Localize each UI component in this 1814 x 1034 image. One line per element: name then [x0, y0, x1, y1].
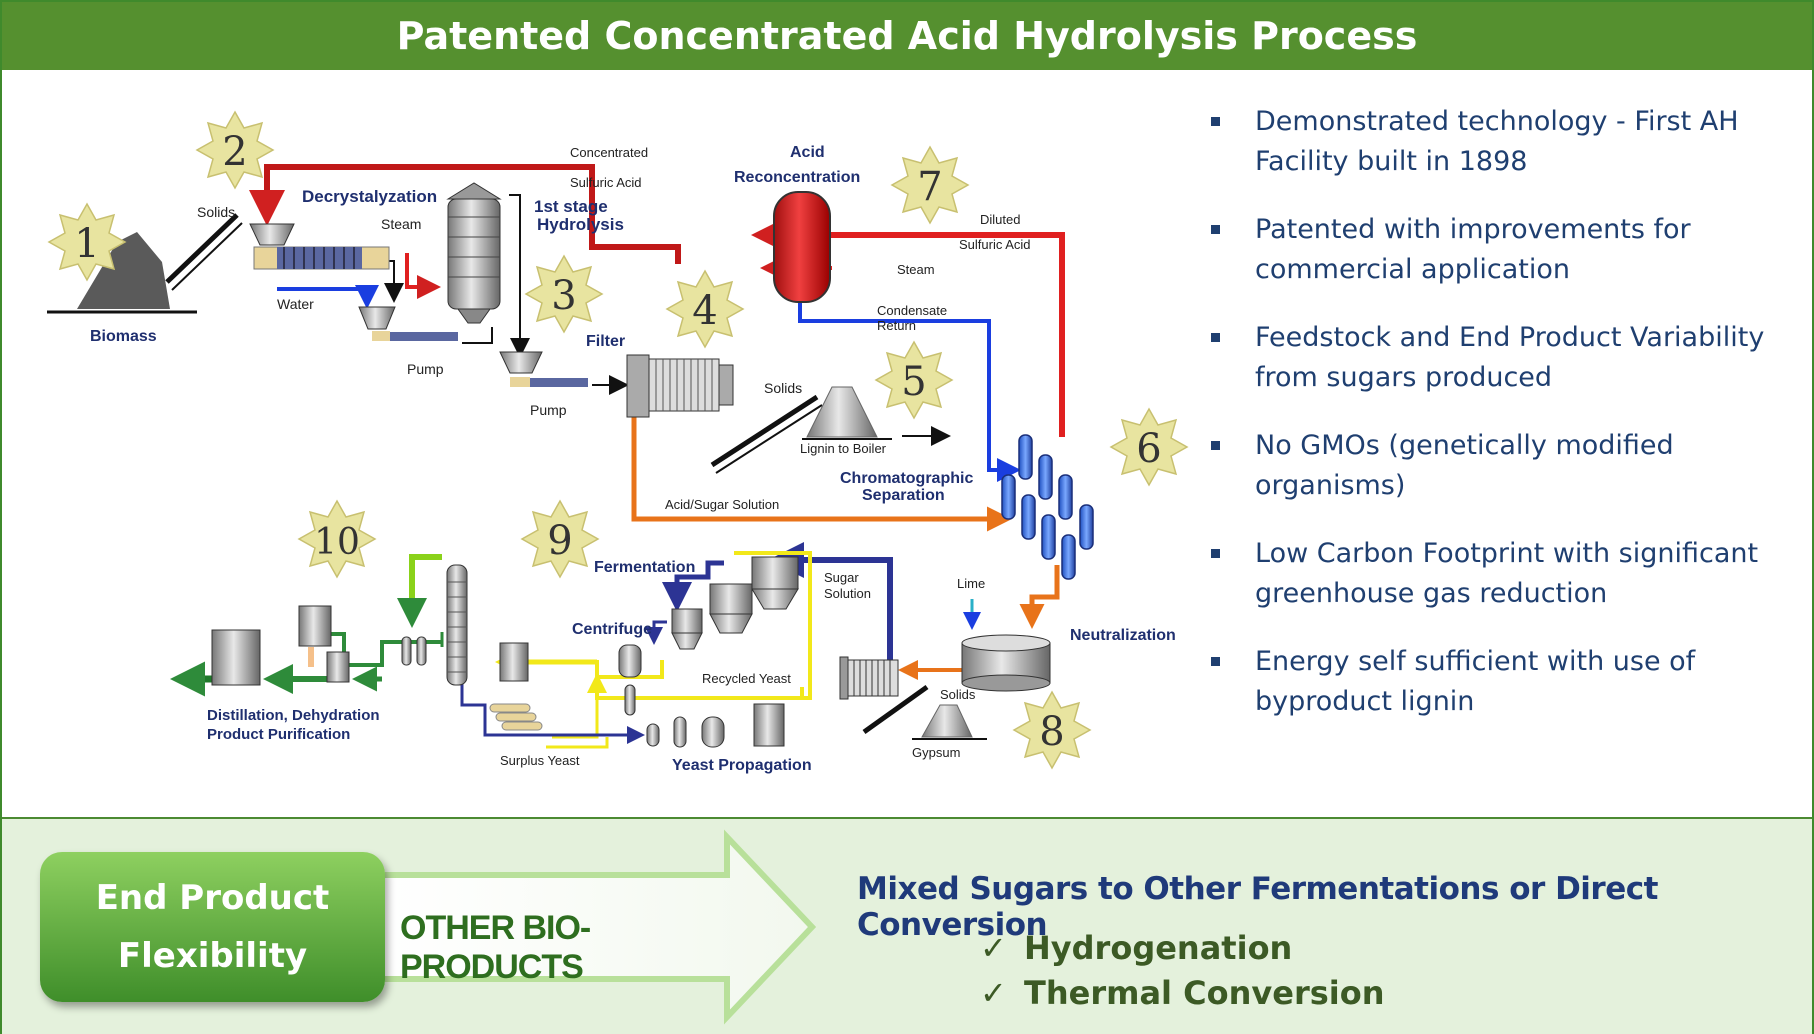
water-line [277, 285, 379, 309]
svg-text:Concentrated: Concentrated [570, 145, 648, 160]
svg-text:Recycled Yeast: Recycled Yeast [702, 671, 791, 686]
flexibility-label: End Product Flexibility [95, 878, 330, 976]
list-item: Patented with improvements for commercia… [1207, 210, 1797, 290]
step-star-6: 6 [1110, 408, 1188, 486]
svg-text:Condensate: Condensate [877, 303, 947, 318]
condensate-pipe [798, 302, 1021, 482]
svg-text:Hydrolysis: Hydrolysis [537, 215, 624, 234]
list-item: Feedstock and End Product Variability fr… [1207, 318, 1797, 398]
steam-line [405, 253, 441, 299]
svg-text:Solids: Solids [764, 380, 802, 396]
check-icon: ✓ [980, 974, 1007, 1012]
chromatographic-columns [1001, 434, 1094, 580]
acid-reconcentration-tank [773, 191, 831, 303]
option-thermal-conversion: ✓Thermal Conversion [980, 974, 1385, 1012]
step-star-2: 2 [196, 111, 274, 189]
step-star-10: 10 [298, 500, 376, 578]
svg-text:Surplus Yeast: Surplus Yeast [500, 753, 580, 768]
product-tank [211, 629, 261, 686]
diluted-acid-pipe [751, 217, 1065, 437]
step-star-9: 9 [521, 500, 599, 578]
step-star-1: 1 [48, 203, 126, 281]
svg-text:Separation: Separation [862, 487, 945, 504]
svg-text:Yeast Propagation: Yeast Propagation [672, 757, 812, 774]
svg-text:2: 2 [222, 129, 247, 175]
svg-text:7: 7 [917, 164, 942, 210]
label-biomass: Biomass [90, 328, 157, 345]
page-title: Patented Concentrated Acid Hydrolysis Pr… [2, 2, 1812, 70]
svg-text:Chromatographic: Chromatographic [840, 470, 973, 487]
svg-text:4: 4 [692, 288, 717, 334]
svg-text:Lime: Lime [957, 576, 985, 591]
end-product-flexibility-box: End Product Flexibility [40, 852, 385, 1002]
right-arrow-icon [382, 829, 817, 1025]
svg-text:Pump: Pump [407, 361, 444, 377]
option-hydrogenation: ✓Hydrogenation [980, 929, 1293, 967]
svg-text:Reconcentration: Reconcentration [734, 169, 860, 186]
mixed-sugars-heading: Mixed Sugars to Other Fermentations or D… [857, 871, 1658, 943]
svg-text:1st stage: 1st stage [534, 197, 608, 216]
end-product-panel: End Product Flexibility OTHER BIO-PRODUC… [2, 817, 1812, 1034]
acid-sugar-pipe [631, 417, 1012, 532]
svg-text:Sulfuric Acid: Sulfuric Acid [570, 175, 642, 190]
concentrated-acid-pipe [249, 164, 681, 264]
svg-text:Steam: Steam [897, 262, 935, 277]
process-diagram: Biomass Solids Decrystalyzation Steam Wa… [47, 111, 1188, 774]
svg-text:Gypsum: Gypsum [912, 745, 960, 760]
svg-text:Solids: Solids [940, 687, 976, 702]
svg-text:1: 1 [74, 221, 99, 267]
svg-text:5: 5 [901, 359, 926, 405]
step-star-4: 4 [666, 270, 744, 348]
list-item: Demonstrated technology - First AH Facil… [1207, 102, 1797, 182]
distillation-column [446, 564, 468, 686]
check-icon: ✓ [980, 929, 1007, 967]
step-star-5: 5 [875, 341, 953, 419]
svg-text:Lignin to Boiler: Lignin to Boiler [800, 441, 887, 456]
svg-text:6: 6 [1136, 426, 1161, 472]
step-star-8: 8 [1013, 691, 1091, 769]
svg-text:Solution: Solution [824, 586, 871, 601]
svg-text:Diluted: Diluted [980, 212, 1020, 227]
svg-text:Steam: Steam [381, 216, 421, 232]
step-star-3: 3 [525, 255, 603, 333]
svg-text:Centrifuge: Centrifuge [572, 621, 652, 638]
svg-text:3: 3 [551, 273, 576, 319]
svg-text:Solids: Solids [197, 204, 235, 220]
biomass-pile [77, 232, 170, 309]
svg-text:Neutralization: Neutralization [1070, 627, 1176, 644]
svg-text:Pump: Pump [530, 402, 567, 418]
sugar-solution-pipe [768, 542, 893, 675]
svg-text:Acid: Acid [790, 144, 825, 161]
svg-text:Water: Water [277, 296, 314, 312]
svg-text:Return: Return [877, 318, 916, 333]
list-item: No GMOs (genetically modified organisms) [1207, 426, 1797, 506]
svg-text:Fermentation: Fermentation [594, 559, 695, 576]
step-star-7: 7 [891, 146, 969, 224]
svg-text:10: 10 [314, 522, 360, 563]
svg-text:Sugar: Sugar [824, 570, 859, 585]
svg-text:Acid/Sugar Solution: Acid/Sugar Solution [665, 497, 779, 512]
list-item: Low Carbon Footprint with significant gr… [1207, 534, 1797, 614]
svg-text:Distillation, Dehydration: Distillation, Dehydration [207, 707, 380, 724]
benefits-list: Demonstrated technology - First AH Facil… [1207, 102, 1797, 750]
other-bio-products-label: OTHER BIO-PRODUCTS [400, 909, 591, 986]
svg-text:Sulfuric Acid: Sulfuric Acid [959, 237, 1031, 252]
label-decrystalyzation: Decrystalyzation [302, 187, 437, 206]
svg-text:Product Purification: Product Purification [207, 726, 350, 743]
recycled-yeast-pipe [734, 551, 812, 700]
svg-text:9: 9 [547, 518, 572, 564]
list-item: Energy self sufficient with use of bypro… [1207, 642, 1797, 722]
svg-text:8: 8 [1039, 709, 1064, 755]
svg-text:Filter: Filter [586, 333, 625, 350]
